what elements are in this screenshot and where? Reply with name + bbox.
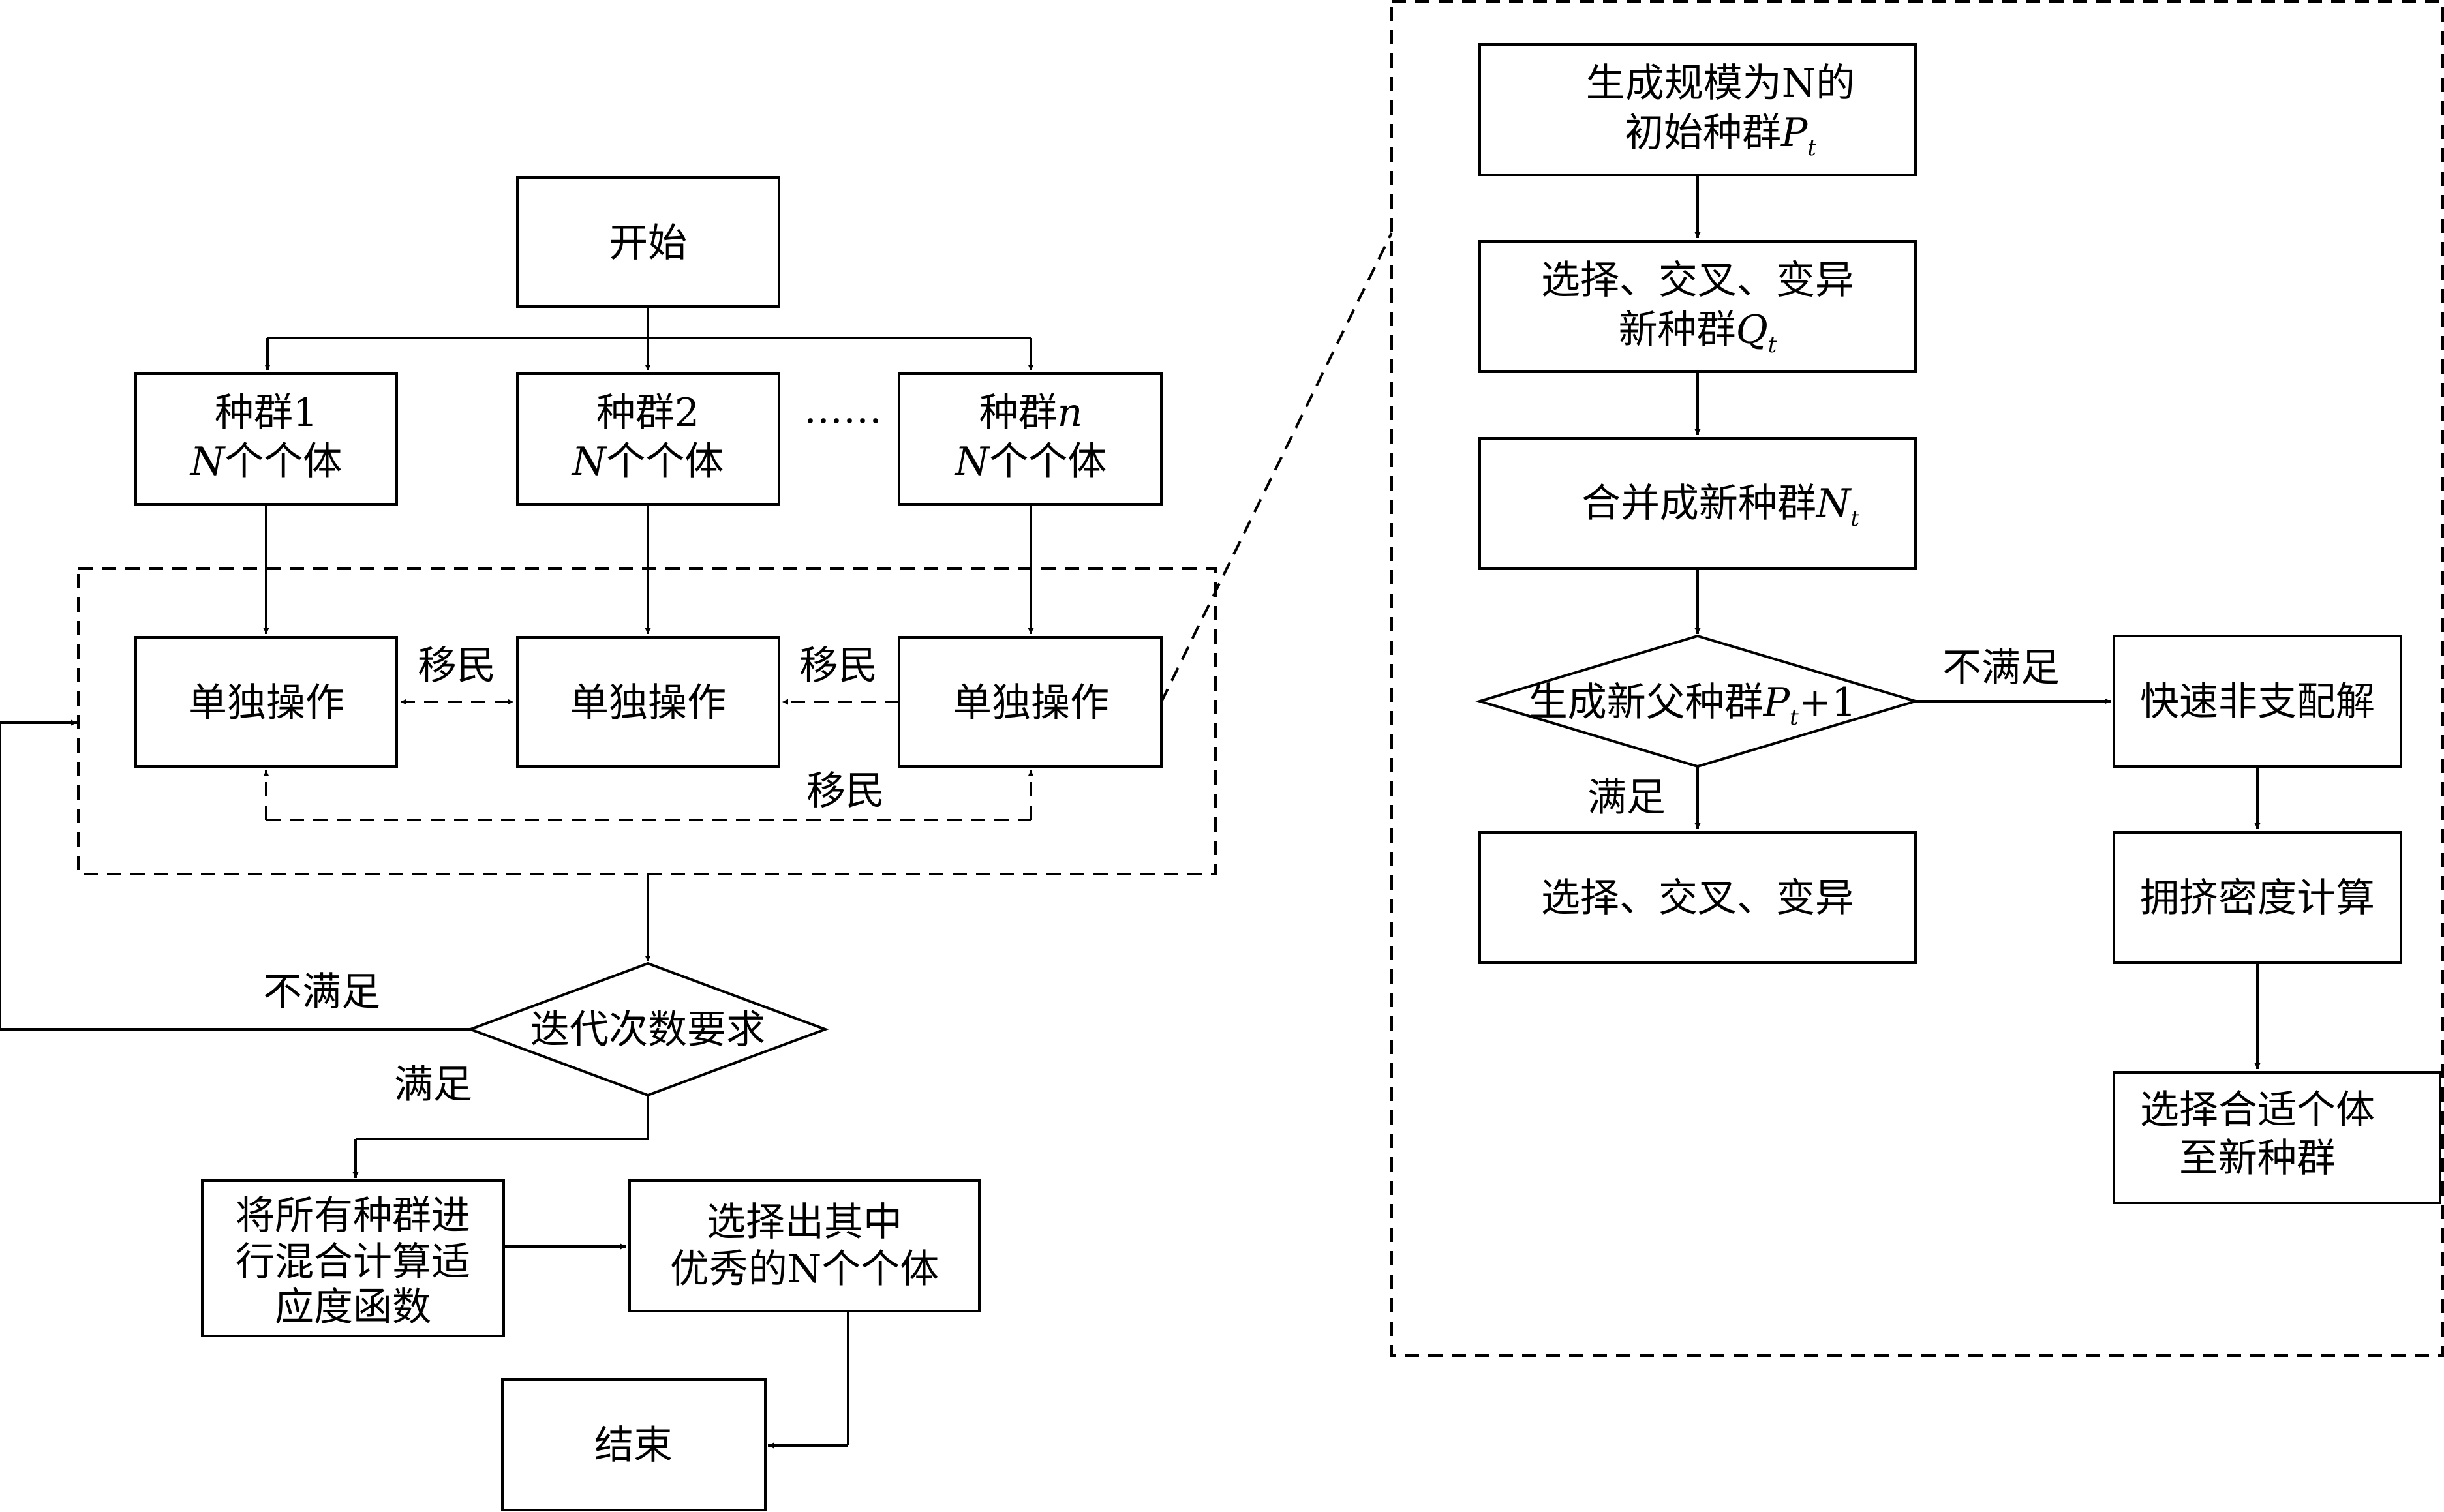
select-best-box: 选择出其中 优秀的N个个体 <box>628 1179 981 1312</box>
select-cross-mutate-box: 选择、交叉、变异 新种群Qt <box>1478 240 1917 373</box>
select-line: 选择出其中 <box>707 1200 902 1245</box>
satisfied-connector <box>352 1095 649 1178</box>
population-name: 种群2 <box>596 390 699 436</box>
population-box-n: 种群n N个个体 <box>898 372 1163 506</box>
start-branch-connectors <box>264 307 1034 370</box>
island-operations-group <box>77 567 1217 875</box>
population-box-2: 种群2 N个个体 <box>516 372 780 506</box>
population-count: N个个体 <box>189 439 343 485</box>
end-box: 结束 <box>501 1378 767 1511</box>
zoom-connector <box>1160 232 1393 703</box>
satisfied-label: 满足 <box>1587 775 1666 821</box>
migration-label: 移民 <box>418 643 496 689</box>
merge-fitness-box: 将所有种群进 行混合计算适 应度函数 <box>201 1179 505 1337</box>
init-line: 初始种群Pt <box>1625 110 1816 161</box>
population-name: 种群1 <box>215 390 318 436</box>
crowding-label: 拥挤密度计算 <box>2140 875 2375 921</box>
operation-label: 单独操作 <box>188 680 344 726</box>
select-line: 优秀的N个个体 <box>670 1247 939 1292</box>
population-box-1: 种群1 N个个体 <box>134 372 398 506</box>
final-select-label: 选择、交叉、变异 <box>1541 875 1854 921</box>
detail-panel <box>1390 0 2444 1357</box>
end-label: 结束 <box>594 1423 673 1468</box>
operation-label: 单独操作 <box>570 680 726 726</box>
choose-line: 选择合适个体 <box>2140 1087 2375 1133</box>
start-label: 开始 <box>609 220 687 266</box>
init-line: 生成规模为N的 <box>1586 61 1856 106</box>
init-population-box: 生成规模为N的 初始种群Pt <box>1478 43 1917 176</box>
operation-box-n: 单独操作 <box>898 636 1163 768</box>
start-box: 开始 <box>516 176 780 308</box>
population-count: N个个体 <box>954 439 1107 485</box>
merge-line: 应度函数 <box>275 1284 431 1330</box>
satisfied-label: 满足 <box>394 1062 472 1108</box>
decision-label: 生成新父种群Pt+1 <box>1529 680 1857 731</box>
choose-individuals-box: 选择合适个体 至新种群 <box>2113 1071 2441 1204</box>
fast-sort-label: 快速非支配解 <box>2140 679 2375 725</box>
select-to-end-connector <box>768 1311 849 1449</box>
operation-label: 单独操作 <box>953 680 1109 726</box>
migration-label: 移民 <box>806 768 885 814</box>
new-parent-decision: 生成新父种群Pt+1 <box>1475 634 1920 768</box>
select-line: 新种群Qt <box>1619 307 1777 358</box>
merge-label: 合并成新种群Nt <box>1581 481 1860 532</box>
not-satisfied-label: 不满足 <box>263 969 380 1015</box>
choose-line: 至新种群 <box>2179 1136 2336 1181</box>
operation-box-2: 单独操作 <box>516 636 780 768</box>
operation-box-1: 单独操作 <box>134 636 398 768</box>
migration-connectors <box>263 699 1034 821</box>
not-satisfied-label: 不满足 <box>1942 645 2060 691</box>
merge-line: 行混合计算适 <box>236 1239 470 1285</box>
final-select-box: 选择、交叉、变异 <box>1478 831 1917 964</box>
migration-label: 移民 <box>799 643 878 689</box>
decision-label: 迭代次数要求 <box>530 1007 765 1053</box>
select-line: 选择、交叉、变异 <box>1541 258 1854 303</box>
population-name: 种群n <box>979 390 1083 436</box>
iteration-decision: 迭代次数要求 <box>466 961 829 1097</box>
crowding-distance-box: 拥挤密度计算 <box>2113 831 2402 964</box>
loop-back-connector <box>0 719 470 1031</box>
population-ellipsis: …… <box>804 387 882 432</box>
merge-line: 将所有种群进 <box>236 1193 470 1239</box>
population-count: N个个体 <box>571 439 724 485</box>
merge-population-box: 合并成新种群Nt <box>1478 437 1917 570</box>
fast-nondominated-box: 快速非支配解 <box>2113 635 2402 768</box>
